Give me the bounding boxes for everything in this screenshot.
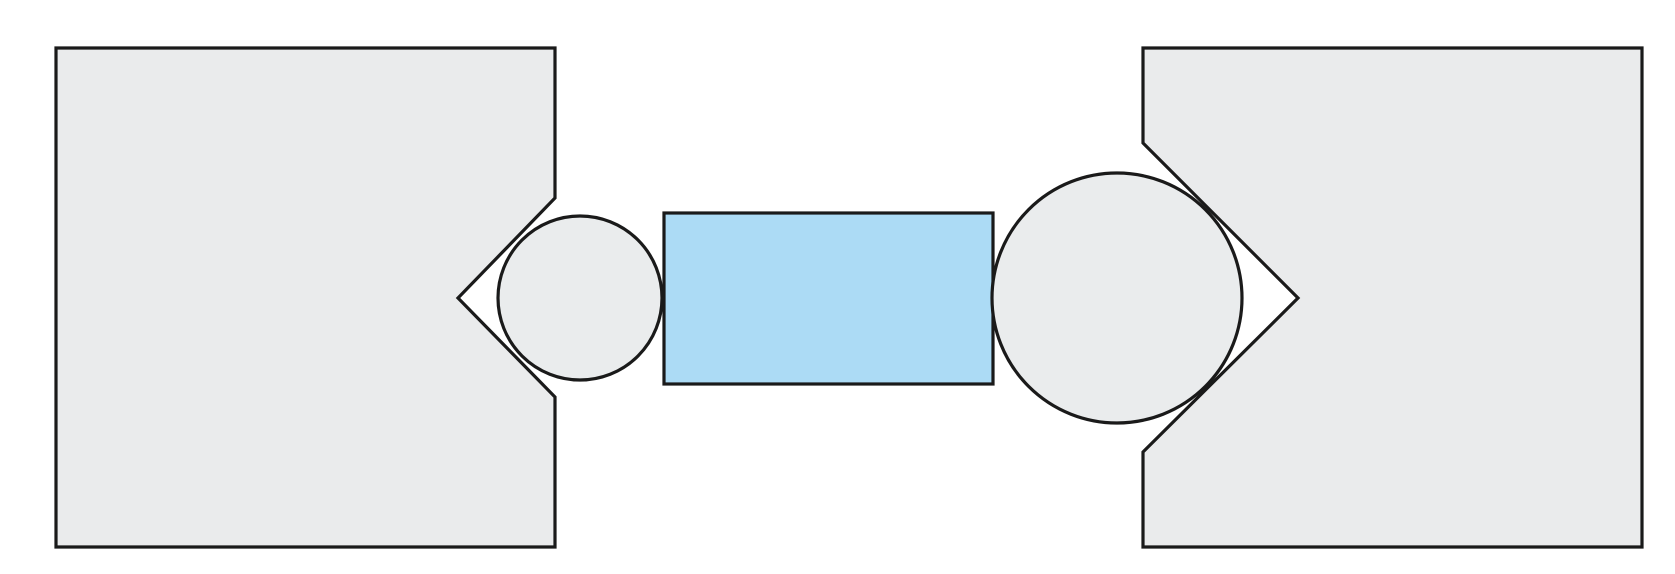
right-cylinder	[990, 171, 1244, 425]
right-v-block	[1141, 46, 1644, 549]
left-v-block	[54, 46, 557, 549]
left-cylinder	[496, 214, 664, 382]
center-block	[662, 211, 995, 386]
